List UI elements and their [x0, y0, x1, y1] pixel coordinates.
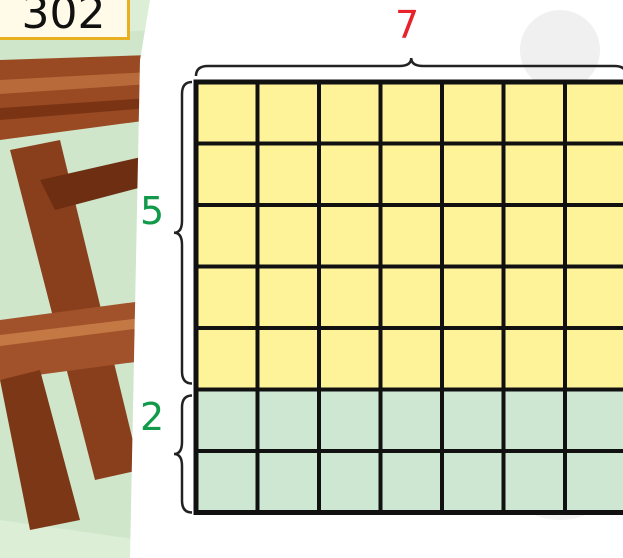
grid-cell-top-region: [381, 328, 443, 390]
grid-cell-bottom-region: [504, 451, 566, 513]
grid-cell-bottom-region: [442, 451, 504, 513]
grid-cell-top-region: [196, 144, 258, 206]
grid-cell-top-region: [258, 82, 320, 144]
curly-brace-left-bottom: [174, 396, 192, 513]
grid-cell-top-region: [504, 205, 566, 267]
grid-cell-bottom-region: [442, 390, 504, 452]
curly-brace-top: [196, 58, 623, 76]
grid-cell-top-region: [319, 144, 381, 206]
grid-cell-top-region: [442, 267, 504, 329]
grid-cell-top-region: [258, 205, 320, 267]
grid-cell-top-region: [381, 82, 443, 144]
grid-cell-top-region: [258, 267, 320, 329]
grid-cell-top-region: [381, 267, 443, 329]
grid-cell-top-region: [319, 328, 381, 390]
grid-cell-bottom-region: [196, 451, 258, 513]
grid-cell-top-region: [381, 144, 443, 206]
grid-cell-top-region: [258, 144, 320, 206]
grid-cell-bottom-region: [196, 390, 258, 452]
grid-cell-bottom-region: [258, 390, 320, 452]
grid-cell-bottom-region: [381, 390, 443, 452]
grid-cell-top-region: [565, 82, 623, 144]
grid-cell-top-region: [196, 82, 258, 144]
grid-cell-top-region: [504, 328, 566, 390]
grid-cell-top-region: [319, 82, 381, 144]
grid-cell-top-region: [381, 205, 443, 267]
grid-cell-top-region: [319, 267, 381, 329]
grid-cell-top-region: [258, 328, 320, 390]
grid-cell-top-region: [442, 328, 504, 390]
grid-cell-top-region: [565, 205, 623, 267]
grid-cell-top-region: [442, 82, 504, 144]
bottom-rows-count-label: 2: [140, 398, 164, 436]
grid-cell-top-region: [565, 267, 623, 329]
grid-cell-bottom-region: [381, 451, 443, 513]
grid-cell-top-region: [442, 205, 504, 267]
grid-cell-top-region: [196, 328, 258, 390]
grid-cell-top-region: [442, 144, 504, 206]
column-count-label: 7: [395, 6, 419, 44]
grid-cell-top-region: [565, 328, 623, 390]
grid-cell-top-region: [504, 267, 566, 329]
grid-cell-top-region: [504, 144, 566, 206]
grid-cell-top-region: [196, 205, 258, 267]
grid-cell-top-region: [504, 82, 566, 144]
curly-brace-left-top: [174, 82, 192, 384]
grid-cell-bottom-region: [565, 451, 623, 513]
grid-cell-top-region: [565, 144, 623, 206]
grid-cell-bottom-region: [258, 451, 320, 513]
grid-cell-bottom-region: [565, 390, 623, 452]
grid-cell-bottom-region: [319, 390, 381, 452]
grid-cell-top-region: [319, 205, 381, 267]
grid-cell-top-region: [196, 267, 258, 329]
grid-cell-bottom-region: [504, 390, 566, 452]
grid-cell-bottom-region: [319, 451, 381, 513]
top-rows-count-label: 5: [140, 192, 164, 230]
